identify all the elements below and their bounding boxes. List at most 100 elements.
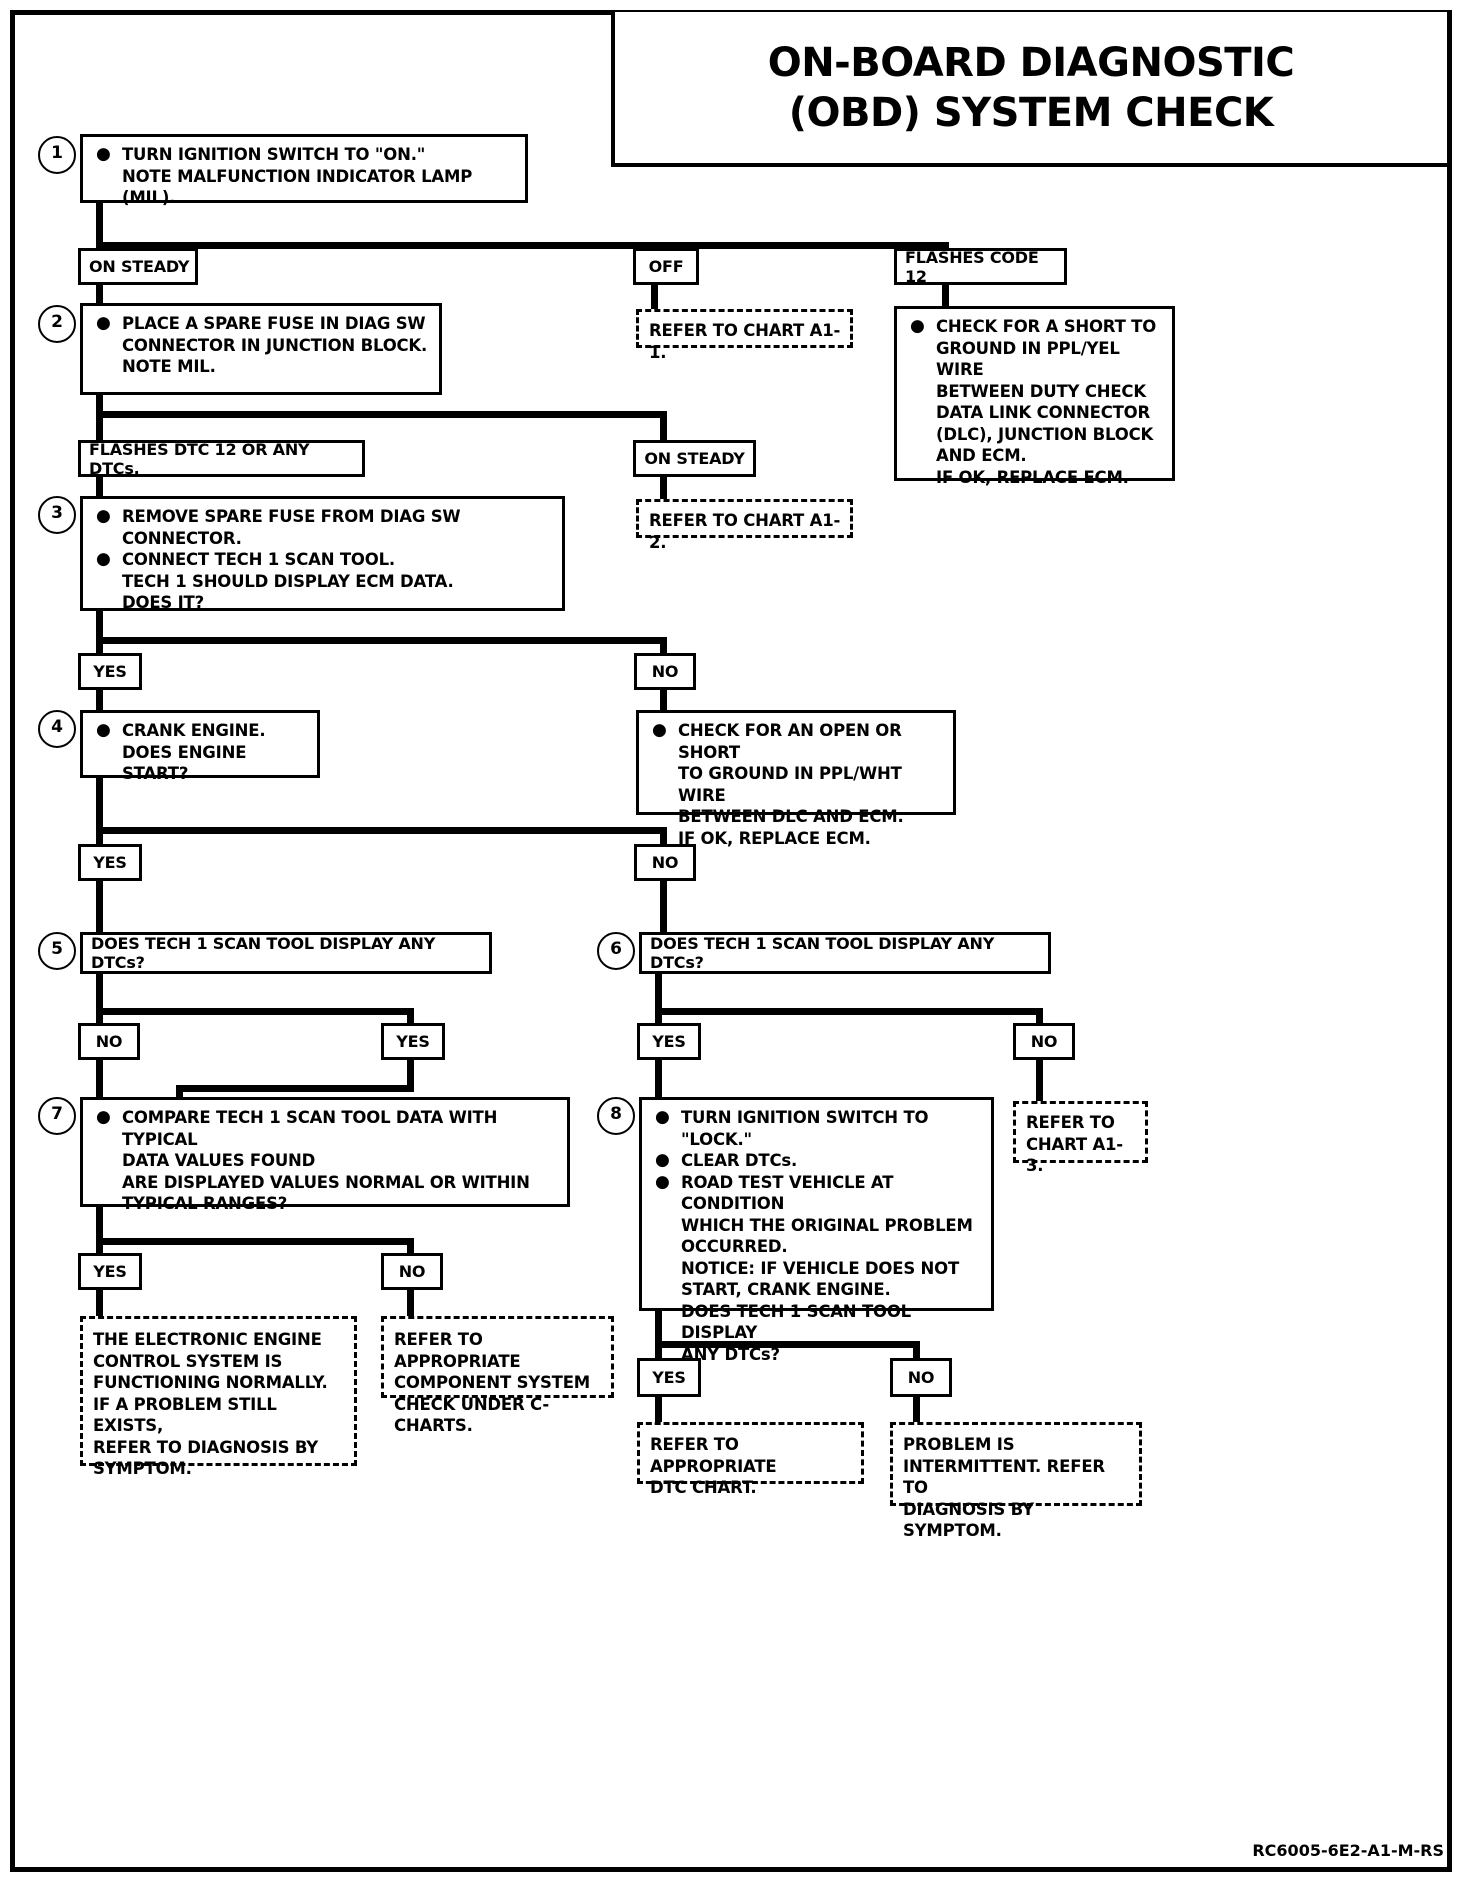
- connector-yes4-down: [96, 881, 103, 933]
- step-1-box: ● TURN IGNITION SWITCH TO "ON." NOTE MAL…: [80, 134, 528, 207]
- step-number-4: 4: [38, 710, 76, 748]
- step-number-6: 6: [597, 932, 635, 970]
- bullet-icon: ●: [655, 1107, 670, 1127]
- terminal-check-open-ppl-wht: ● CHECK FOR AN OPEN OR SHORT TO GROUND I…: [636, 710, 956, 848]
- connector-s3-down: [96, 611, 103, 656]
- terminal-dtc-chart: REFER TO APPROPRIATE DTC CHART.: [637, 1422, 864, 1497]
- step-2-text: PLACE A SPARE FUSE IN DIAG SW CONNECTOR …: [122, 314, 428, 376]
- branch-label-yes-3: YES: [78, 653, 142, 690]
- branch-label-on-steady-1: ON STEADY: [78, 248, 198, 285]
- step-7-box: ● COMPARE TECH 1 SCAN TOOL DATA WITH TYP…: [80, 1097, 570, 1213]
- connector-s2-bus: [96, 411, 667, 418]
- step-8-box: ● TURN IGNITION SWITCH TO "LOCK." ● CLEA…: [639, 1097, 994, 1364]
- bullet-icon: ●: [652, 720, 667, 740]
- connector-s4-bus: [96, 827, 667, 834]
- connector-yes3-down: [96, 690, 103, 712]
- connector-no8-down: [913, 1397, 920, 1423]
- bullet-icon: ●: [96, 549, 111, 569]
- connector-yes7-down: [96, 1290, 103, 1317]
- terminal-chart-a1-1: REFER TO CHART A1-1.: [636, 309, 853, 362]
- terminal-chart-a1-1-text: REFER TO CHART A1-1.: [649, 321, 841, 362]
- step-8-bullet-1: TURN IGNITION SWITCH TO "LOCK.": [681, 1108, 929, 1149]
- connector-s6-down: [655, 974, 662, 1030]
- terminal-system-normal-text: THE ELECTRONIC ENGINE CONTROL SYSTEM IS …: [93, 1330, 328, 1478]
- bullet-icon: ●: [96, 506, 111, 526]
- connector-onsteady2-down: [660, 477, 667, 501]
- branch-label-yes-7: YES: [78, 1253, 142, 1290]
- bullet-icon: ●: [655, 1171, 670, 1192]
- terminal-check-short-ppl-yel-text: CHECK FOR A SHORT TO GROUND IN PPL/YEL W…: [936, 317, 1157, 487]
- terminal-chart-a1-2: REFER TO CHART A1-2.: [636, 499, 853, 552]
- terminal-system-normal: THE ELECTRONIC ENGINE CONTROL SYSTEM IS …: [80, 1316, 357, 1478]
- branch-label-no-3: NO: [634, 653, 696, 690]
- connector-s5-down: [96, 974, 103, 1030]
- connector-s4-to-no: [660, 827, 667, 845]
- step-1-text: TURN IGNITION SWITCH TO "ON." NOTE MALFU…: [122, 145, 473, 207]
- connector-s8-to-no: [913, 1341, 920, 1366]
- connector-no7-down: [407, 1290, 414, 1317]
- branch-label-yes-4: YES: [78, 844, 142, 881]
- connector-s7-down: [96, 1207, 103, 1260]
- branch-label-flashes-dtc-12: FLASHES DTC 12 OR ANY DTCs.: [78, 440, 365, 478]
- step-4-box: ● CRANK ENGINE. DOES ENGINE START?: [80, 710, 320, 783]
- step-number-3: 3: [38, 496, 76, 534]
- connector-s8-bus: [655, 1341, 920, 1348]
- step-5-box: DOES TECH 1 SCAN TOOL DISPLAY ANY DTCs?: [80, 932, 492, 974]
- terminal-chart-a1-3-text: REFER TO CHART A1-3.: [1026, 1113, 1123, 1175]
- step-8-bullet-2: CLEAR DTCs.: [681, 1151, 798, 1170]
- connector-s4-down: [96, 778, 103, 848]
- step-number-7: 7: [38, 1097, 76, 1135]
- connector-no4-down: [660, 881, 667, 933]
- terminal-component-system-check: REFER TO APPROPRIATE COMPONENT SYSTEM CH…: [381, 1316, 614, 1435]
- terminal-intermittent-text: PROBLEM IS INTERMITTENT. REFER TO DIAGNO…: [903, 1435, 1105, 1540]
- connector-no5-down: [96, 1060, 103, 1097]
- connector-s1-bus: [96, 242, 949, 249]
- branch-label-yes-8: YES: [637, 1358, 701, 1397]
- connector-yes5-left: [176, 1085, 414, 1092]
- connector-s5-bus: [96, 1008, 414, 1015]
- bullet-icon: ●: [96, 1107, 111, 1127]
- chart-title: ON-BOARD DIAGNOSTIC (OBD) SYSTEM CHECK: [767, 40, 1295, 136]
- step-2-box: ● PLACE A SPARE FUSE IN DIAG SW CONNECTO…: [80, 303, 442, 395]
- document-code: RC6005-6E2-A1-M-RS: [1252, 1841, 1444, 1860]
- connector-flashes12-down: [942, 285, 949, 308]
- branch-label-no-8: NO: [890, 1358, 952, 1397]
- connector-flashesdtc-down: [96, 477, 103, 499]
- bullet-icon: ●: [655, 1150, 670, 1170]
- step-6-box: DOES TECH 1 SCAN TOOL DISPLAY ANY DTCs?: [639, 932, 1051, 974]
- terminal-check-short-ppl-yel: ● CHECK FOR A SHORT TO GROUND IN PPL/YEL…: [894, 306, 1175, 487]
- branch-label-no-7: NO: [381, 1253, 443, 1290]
- step-number-8: 8: [597, 1097, 635, 1135]
- connector-no6-down: [1036, 1060, 1043, 1103]
- branch-label-no-4: NO: [634, 844, 696, 881]
- terminal-chart-a1-3: REFER TO CHART A1-3.: [1013, 1101, 1148, 1175]
- branch-label-no-5: NO: [78, 1023, 140, 1060]
- connector-no3-down: [660, 690, 667, 712]
- step-7-text: COMPARE TECH 1 SCAN TOOL DATA WITH TYPIC…: [122, 1108, 530, 1213]
- connector-s6-bus: [655, 1008, 1043, 1015]
- terminal-intermittent: PROBLEM IS INTERMITTENT. REFER TO DIAGNO…: [890, 1422, 1142, 1540]
- step-number-5: 5: [38, 932, 76, 970]
- terminal-component-system-check-text: REFER TO APPROPRIATE COMPONENT SYSTEM CH…: [394, 1330, 591, 1435]
- connector-off-down: [651, 285, 658, 312]
- connector-s3-bus: [96, 637, 667, 644]
- branch-label-no-6: NO: [1013, 1023, 1075, 1060]
- step-number-1: 1: [38, 136, 76, 174]
- bullet-icon: ●: [96, 720, 111, 740]
- connector-yes8-down: [655, 1397, 662, 1423]
- branch-label-off-1: OFF: [633, 248, 699, 285]
- connector-s3-to-no: [660, 637, 667, 654]
- connector-s2-to-onsteady2: [660, 411, 667, 440]
- branch-label-yes-5: YES: [381, 1023, 445, 1060]
- step-3-box: ● REMOVE SPARE FUSE FROM DIAG SW CONNECT…: [80, 496, 565, 612]
- branch-label-yes-6: YES: [637, 1023, 701, 1060]
- connector-yes5-down: [407, 1060, 414, 1091]
- step-8-bullet-3: ROAD TEST VEHICLE AT CONDITION WHICH THE…: [681, 1172, 973, 1364]
- terminal-dtc-chart-text: REFER TO APPROPRIATE DTC CHART.: [650, 1435, 777, 1497]
- terminal-check-open-ppl-wht-text: CHECK FOR AN OPEN OR SHORT TO GROUND IN …: [678, 721, 904, 848]
- connector-yes5-join: [176, 1085, 183, 1097]
- connector-onsteady-down: [96, 285, 103, 312]
- connector-s1-down: [96, 203, 103, 248]
- step-3-bullet-1: REMOVE SPARE FUSE FROM DIAG SW CONNECTOR…: [122, 507, 461, 548]
